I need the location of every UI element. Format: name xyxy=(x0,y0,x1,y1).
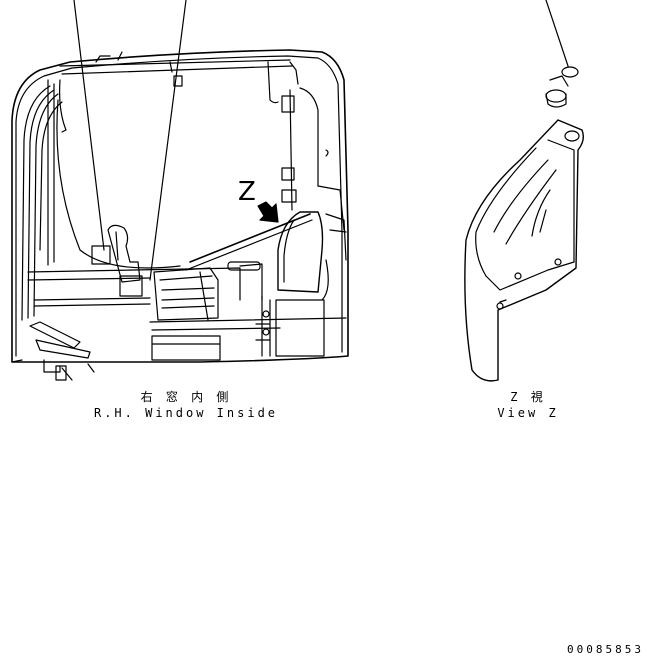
leader-line-2 xyxy=(149,0,187,281)
leader-line-1 xyxy=(73,0,105,251)
cab-interior-view xyxy=(11,0,349,381)
view-z-arrow xyxy=(257,201,279,223)
left-caption-jp: 右 窓 内 側 xyxy=(140,390,232,404)
leader-line-3 xyxy=(545,0,569,67)
right-caption-jp: Z 視 xyxy=(510,390,546,404)
label-plate-1 xyxy=(91,245,111,265)
view-z-marker: Z xyxy=(238,177,256,207)
left-caption-en: R.H. Window Inside xyxy=(93,406,279,420)
document-number: 00085853 xyxy=(567,643,644,656)
right-caption-en: View Z xyxy=(497,406,559,420)
label-plate-2 xyxy=(119,275,143,297)
view-z-part xyxy=(464,0,585,382)
